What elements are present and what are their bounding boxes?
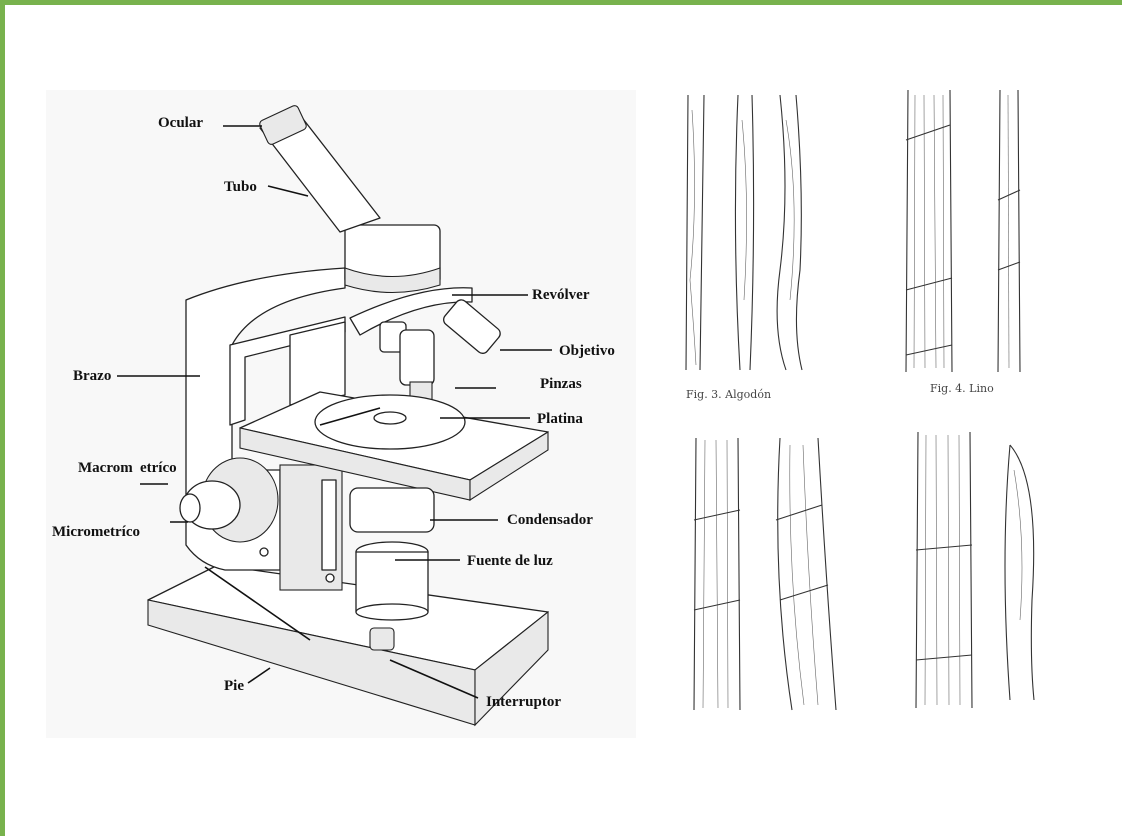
label-tubo: Tubo — [224, 179, 257, 195]
label-ocular: Ocular — [158, 115, 203, 131]
label-micrometrico: Micrometríco — [52, 524, 140, 540]
label-pie: Pie — [224, 678, 244, 694]
cotton-fibers — [686, 95, 802, 370]
label-pinzas: Pinzas — [540, 376, 582, 392]
label-condensador: Condensador — [507, 512, 593, 528]
label-interruptor: Interruptor — [486, 694, 561, 710]
label-macrometrico-part1: Macrom — [78, 460, 133, 476]
fibers-bottom-right — [916, 432, 1034, 708]
caption-fig4: Fig. 4. Lino — [930, 382, 994, 395]
label-macrometrico-part2: etríco — [140, 460, 177, 476]
linen-fibers — [906, 90, 1020, 372]
label-revolver: Revólver — [532, 287, 590, 303]
label-objetivo: Objetivo — [559, 343, 615, 359]
label-platina: Platina — [537, 411, 583, 427]
label-brazo: Brazo — [73, 368, 111, 384]
label-fuente-de-luz: Fuente de luz — [467, 553, 553, 569]
fibers-bottom-left — [694, 438, 836, 710]
caption-fig3: Fig. 3. Algodón — [686, 388, 771, 401]
